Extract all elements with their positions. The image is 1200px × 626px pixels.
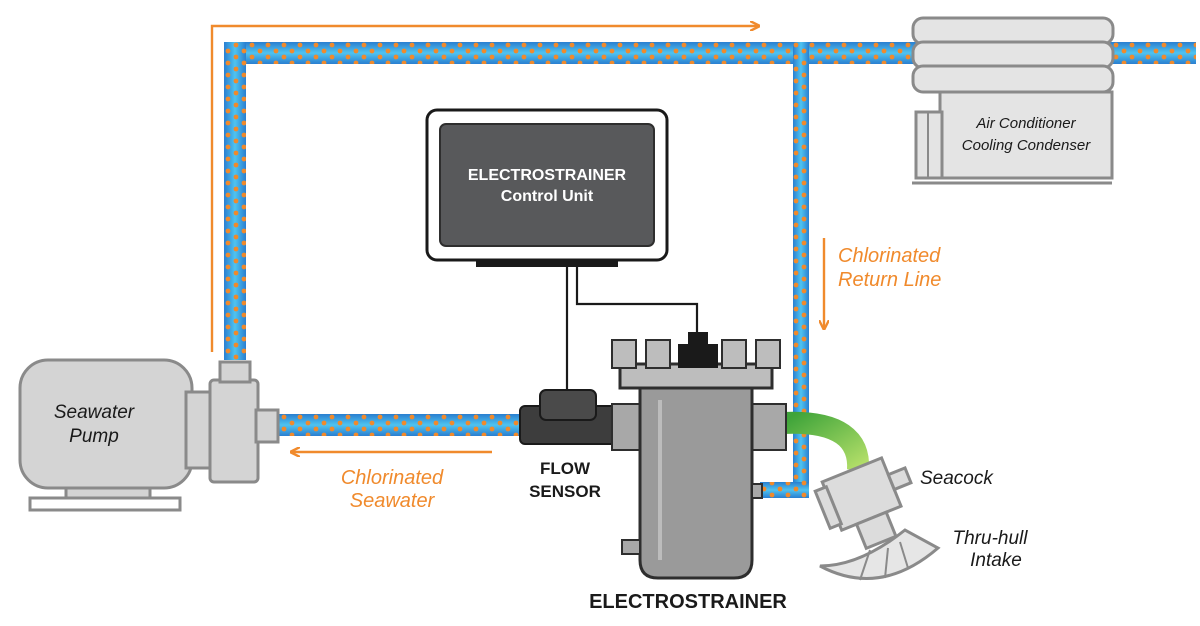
supply-flow-arrow <box>210 26 758 352</box>
ac-label-line1: Air Conditioner <box>975 115 1076 132</box>
flow-annotations: Chlorinated Return Line Chlorinated Seaw… <box>210 26 941 512</box>
flow-sensor-label-line1: FLOW <box>540 459 591 478</box>
seawater-pump: Seawater Pump <box>18 358 280 512</box>
air-conditioner-condenser: Air Conditioner Cooling Condenser <box>911 16 1115 185</box>
flow-sensor-label-line2: SENSOR <box>529 482 601 501</box>
electrostrainer-unit: ELECTROSTRAINER <box>589 332 787 613</box>
thruhull-label-line1: Thru-hull <box>953 528 1029 549</box>
seawater-label-line2: Seawater <box>350 490 436 512</box>
pump-label-line1: Seawater <box>54 402 135 423</box>
return-line-label-line2: Return Line <box>838 269 941 291</box>
thruhull-label-line2: Intake <box>970 550 1022 571</box>
electrostrainer-label: ELECTROSTRAINER <box>589 591 787 613</box>
seacock-label: Seacock <box>920 468 994 489</box>
control-unit-label-line2: Control Unit <box>501 188 594 205</box>
control-unit: ELECTROSTRAINER Control Unit <box>425 108 699 392</box>
return-line-label-line1: Chlorinated <box>838 245 941 267</box>
ac-label-line2: Cooling Condenser <box>962 137 1091 154</box>
flow-sensor: FLOW SENSOR <box>519 389 627 501</box>
control-unit-label-line1: ELECTROSTRAINER <box>468 167 627 184</box>
seawater-label-line1: Chlorinated <box>341 467 444 489</box>
intake-assembly: Seacock Thru-hull Intake <box>781 411 1029 581</box>
pump-label-line2: Pump <box>69 426 119 447</box>
